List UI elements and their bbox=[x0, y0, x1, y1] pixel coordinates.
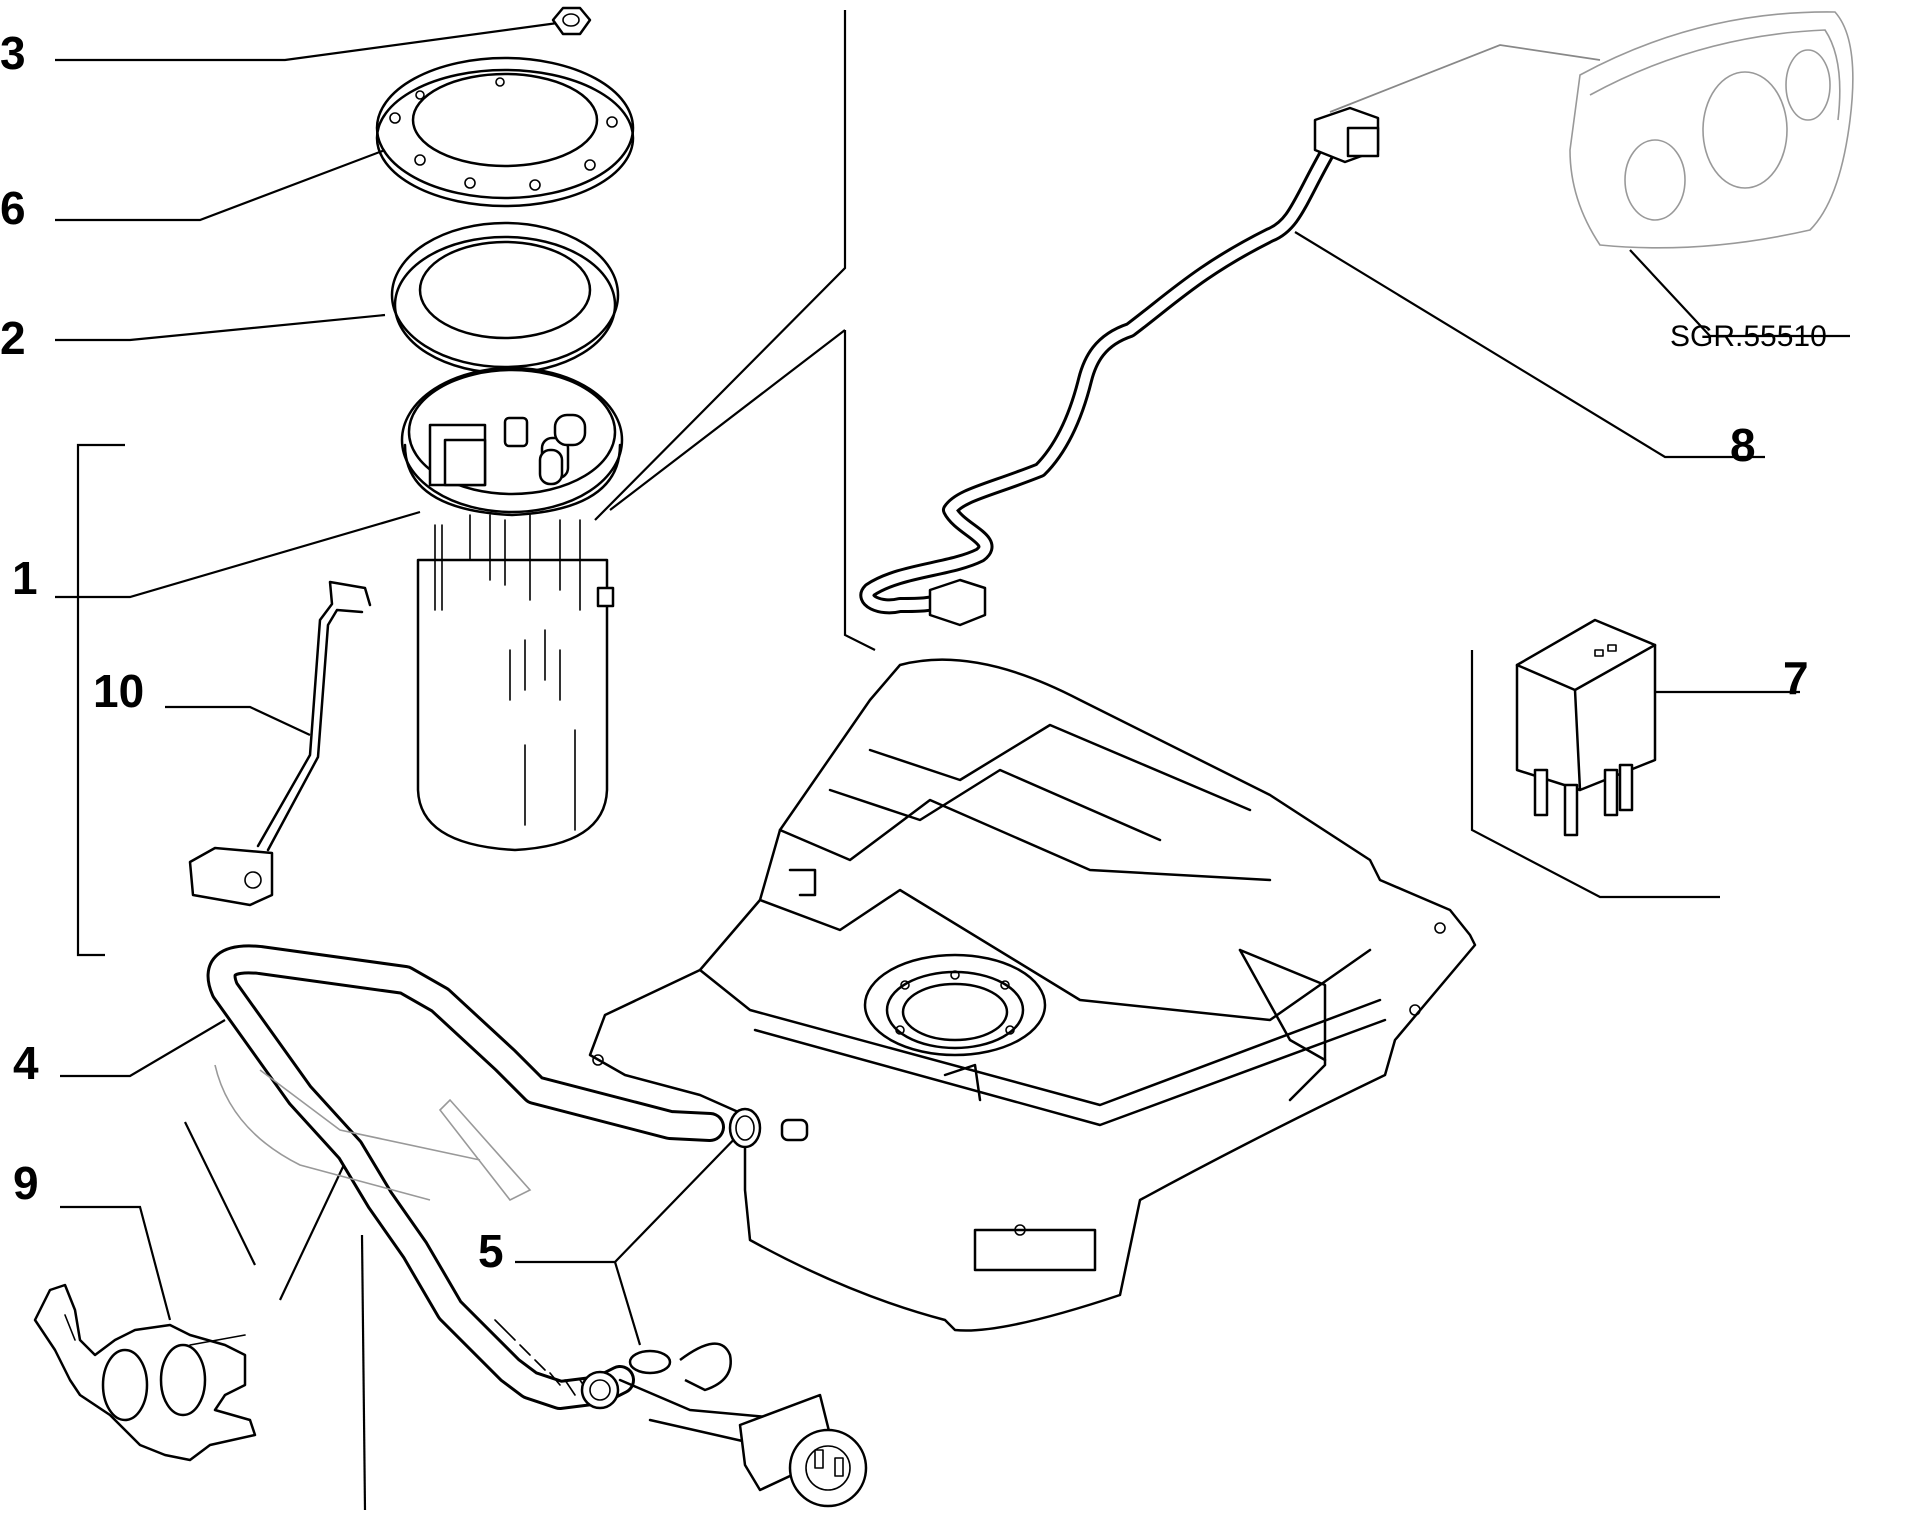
leader-3 bbox=[55, 20, 566, 62]
leader-harness-bottom bbox=[843, 330, 876, 651]
fuel-pump-module-part-1 bbox=[400, 366, 624, 852]
fuel-tank bbox=[588, 658, 1477, 1332]
filler-pipe-part-4 bbox=[206, 944, 725, 1410]
bracket-1 bbox=[76, 443, 125, 957]
callout-2: 2 bbox=[0, 312, 26, 364]
leader-9 bbox=[60, 1205, 172, 1321]
seal-part-2 bbox=[390, 221, 620, 375]
callout-4: 4 bbox=[13, 1037, 39, 1089]
leader-5b bbox=[613, 1261, 642, 1346]
leader-pump-top bbox=[594, 10, 847, 521]
locking-ring-part-6 bbox=[375, 56, 635, 208]
relay-part-7 bbox=[1515, 618, 1657, 837]
leader-8 bbox=[1294, 231, 1765, 459]
callout-8: 8 bbox=[1730, 419, 1756, 471]
clamp-part-5 bbox=[628, 1107, 809, 1392]
leader-4 bbox=[60, 1019, 226, 1078]
level-sender-part-10 bbox=[188, 580, 372, 907]
callout-1: 1 bbox=[12, 552, 38, 604]
callout-5: 5 bbox=[478, 1225, 504, 1277]
leader-bottom bbox=[360, 1234, 367, 1511]
callout-3: 3 bbox=[0, 27, 26, 79]
nut-part-3 bbox=[551, 6, 592, 36]
leader-lines bbox=[55, 10, 1850, 1511]
clip-part-9 bbox=[33, 1283, 257, 1462]
leader-pump-mid bbox=[609, 329, 846, 511]
reference-code: SGR.55510 bbox=[1670, 320, 1827, 353]
leader-bottom2 bbox=[279, 1151, 351, 1301]
callout-10: 10 bbox=[93, 665, 145, 717]
leader-1 bbox=[55, 510, 421, 599]
leader-6 bbox=[55, 148, 386, 222]
bracket-7 bbox=[1470, 650, 1720, 899]
instrument-cluster-ghost bbox=[1329, 11, 1854, 249]
callout-7: 7 bbox=[1783, 652, 1809, 704]
leader-2 bbox=[55, 313, 386, 342]
leader-5a bbox=[515, 1127, 746, 1264]
callout-9: 9 bbox=[13, 1157, 39, 1209]
leader-ref bbox=[1629, 249, 1850, 338]
wiring-harness-part-8 bbox=[859, 106, 1380, 627]
callout-6: 6 bbox=[0, 182, 26, 234]
leader-9b bbox=[184, 1121, 256, 1266]
filler-neck-cap bbox=[618, 1378, 868, 1508]
leader-10 bbox=[165, 705, 311, 736]
